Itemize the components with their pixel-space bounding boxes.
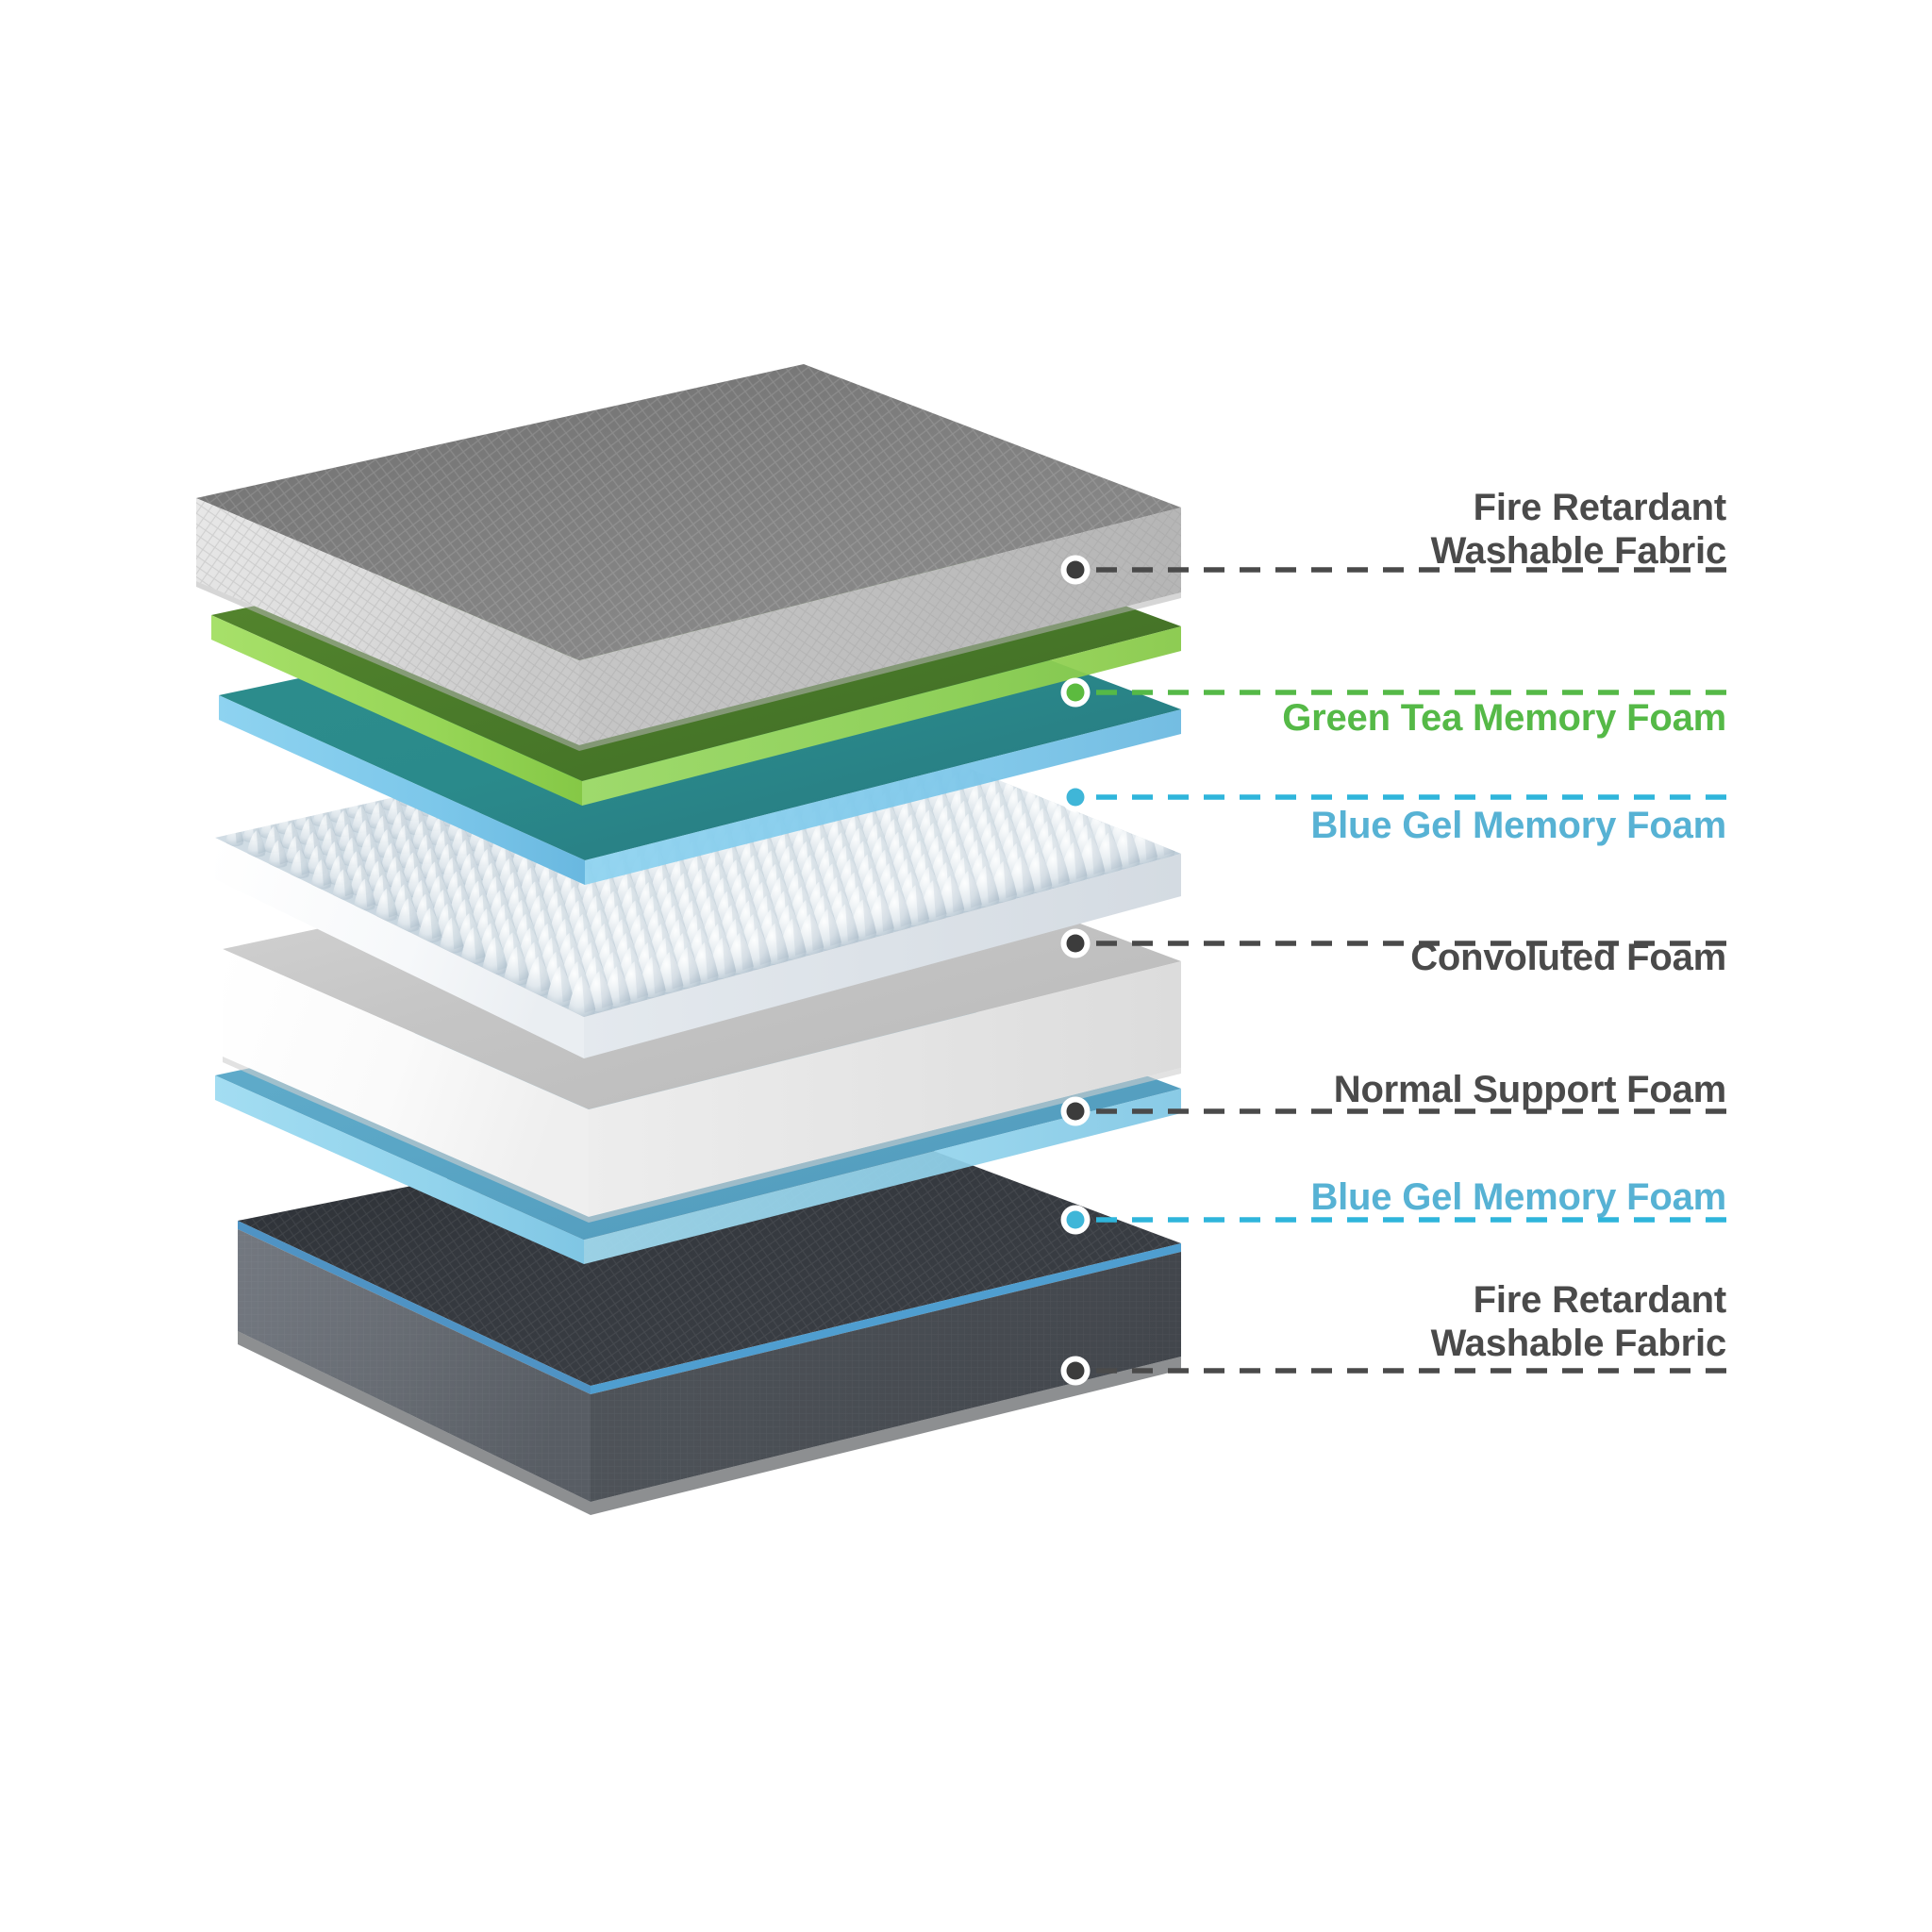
label-bottom-fire-retardant: Fire Retardant Washable Fabric: [1430, 1278, 1727, 1366]
marker-dot: [1066, 1361, 1085, 1380]
label-line: Convoluted Foam: [1410, 937, 1726, 978]
label-line: Blue Gel Memory Foam: [1310, 805, 1726, 846]
marker-dot: [1066, 683, 1085, 702]
label-line: Fire Retardant: [1473, 1279, 1727, 1321]
marker-dot: [1066, 934, 1085, 953]
label-line: Normal Support Foam: [1333, 1069, 1726, 1110]
label-blue-gel-memory-foam-lower: Blue Gel Memory Foam: [1310, 1175, 1726, 1219]
leader-lines-group: [1060, 555, 1728, 1386]
label-top-fire-retardant: Fire Retardant Washable Fabric: [1430, 486, 1727, 574]
label-line: Washable Fabric: [1430, 530, 1727, 573]
label-green-tea-memory-foam: Green Tea Memory Foam: [1282, 696, 1726, 740]
layer-top-fire-retardant-fabric: [196, 364, 1181, 751]
label-line: Green Tea Memory Foam: [1282, 697, 1726, 739]
label-line: Fire Retardant: [1473, 487, 1727, 528]
marker-dot: [1066, 788, 1085, 807]
label-convoluted-foam: Convoluted Foam: [1410, 936, 1726, 979]
marker-dot: [1066, 1210, 1085, 1229]
label-blue-gel-memory-foam-upper: Blue Gel Memory Foam: [1310, 804, 1726, 847]
label-normal-support-foam: Normal Support Foam: [1334, 1068, 1726, 1111]
marker-dot: [1066, 1102, 1085, 1121]
label-line: Blue Gel Memory Foam: [1310, 1176, 1726, 1218]
marker-dot: [1066, 560, 1085, 579]
label-line: Washable Fabric: [1430, 1323, 1727, 1365]
